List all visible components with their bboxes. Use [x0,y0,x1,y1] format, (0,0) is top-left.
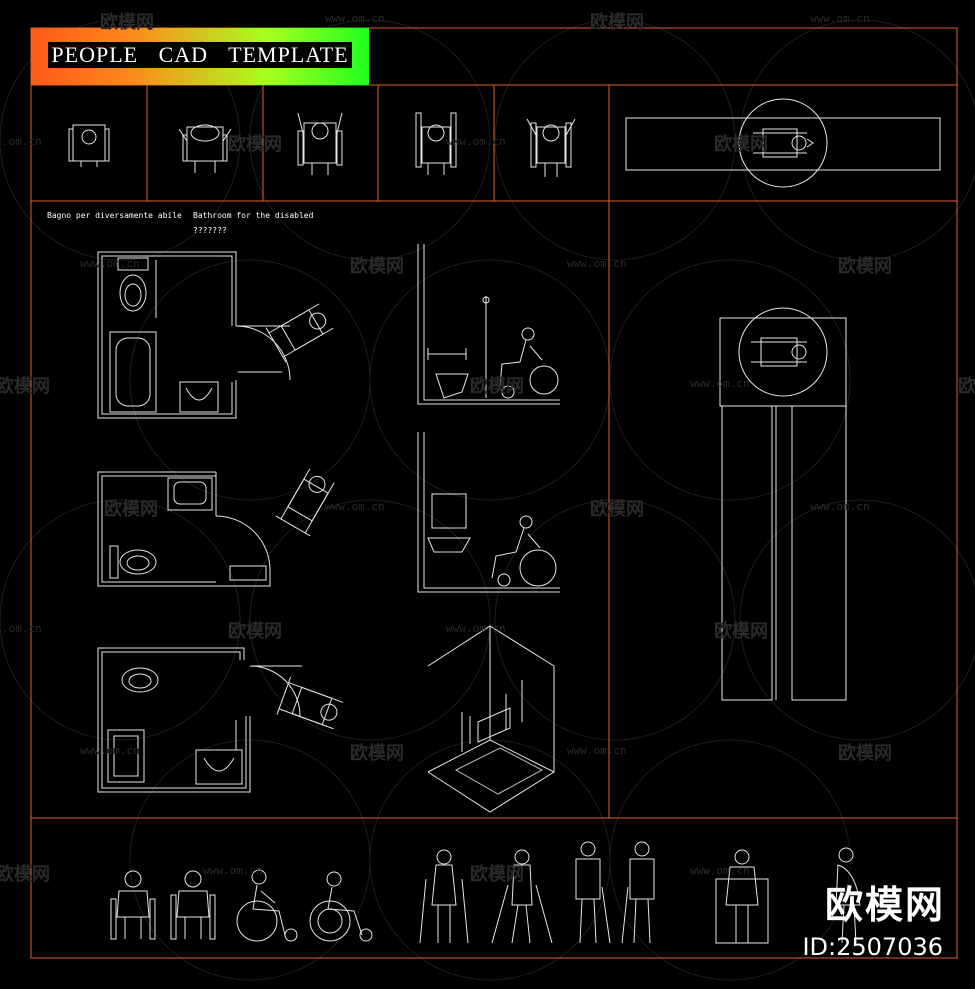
bathroom-plan-2 [97,471,271,587]
turning-circle-corridor [625,98,941,188]
watermark-url: www.om.cn [810,12,870,25]
shower-isometric [427,625,555,813]
wheelchair-top-view-3 [297,112,343,175]
watermark-brand: 欧模网 [590,499,644,520]
watermark-url: www.om.cn [325,12,385,25]
person-wheelchair-side-1 [236,869,298,942]
watermark-url: www.om.cn [446,622,506,635]
person-elderly [835,847,861,944]
wheelchair-top-view-4 [415,112,457,175]
watermark-url: www.om.cn [690,377,750,390]
watermark-url: www.om.cn [203,864,263,877]
wheelchair-rotated-2 [275,468,335,537]
person-cane-1 [575,841,611,944]
toilet-elevation [417,244,560,405]
person-walker [715,849,769,944]
person-cane-2 [621,841,655,944]
watermark-url: .om.cn [2,135,42,148]
watermark-brand: 欧模网 [0,376,50,397]
wheelchair-top-view-1 [68,124,110,167]
watermark-brand: 欧模网 [470,864,524,885]
person-wheelchair-front-1 [110,870,156,940]
watermark-url: www.om.cn [810,500,870,513]
template-frame [30,27,958,959]
brand-id: ID:2507036 [802,933,943,961]
watermark-url: www.om.cn [567,257,627,270]
sink-elevation [417,432,560,593]
bathroom-plan-1 [97,251,291,419]
watermark-brand: 欧模网 [958,376,975,397]
watermark-brand: 欧模网 [0,864,50,885]
watermark-brand: 欧模网 [714,134,768,155]
person-wheelchair-side-2 [309,871,373,942]
person-crutches-1 [419,849,469,944]
person-wheelchair-front-2 [170,870,216,940]
watermark-brand: 欧模网 [228,134,282,155]
corridor-plan [719,307,847,701]
wheelchair-rotated-3 [276,676,344,730]
watermark-brand: 欧模网 [714,621,768,642]
watermark-brand: 欧模网 [104,499,158,520]
watermark-circles [0,19,975,981]
watermark-url: www.om.cn [446,135,506,148]
person-crutches-2 [491,849,553,944]
caption-italian: Bagno per diversamente abile [47,211,182,220]
watermark-url: .om.cn [2,622,42,635]
watermark-brand: 欧模网 [838,743,892,764]
watermark-url: www.om.cn [80,257,140,270]
watermark-brand: 欧模网 [350,743,404,764]
page-title: PEOPLE CAD TEMPLATE [48,42,352,68]
watermark-url: www.om.cn [690,864,750,877]
watermark-url: www.om.cn [80,744,140,757]
watermark-brand: 欧模网 [228,621,282,642]
caption-english: Bathroom for the disabled [193,211,314,220]
watermark-brand: 欧模网 [100,12,154,33]
watermark-brand: 欧模网 [470,376,524,397]
bathroom-plan-3 [97,647,302,793]
brand-logo-text: 欧模网 [824,883,945,927]
wheelchair-top-view-5 [526,118,576,177]
watermark-url: www.om.cn [567,744,627,757]
wheelchair-top-view-2 [178,124,232,173]
watermark-url: www.om.cn [325,500,385,513]
watermark-brand: 欧模网 [350,256,404,277]
caption-unknown: ??????? [193,226,227,235]
watermark-brand: 欧模网 [590,12,644,33]
watermark-brand: 欧模网 [838,256,892,277]
wheelchair-rotated-1 [265,303,334,363]
